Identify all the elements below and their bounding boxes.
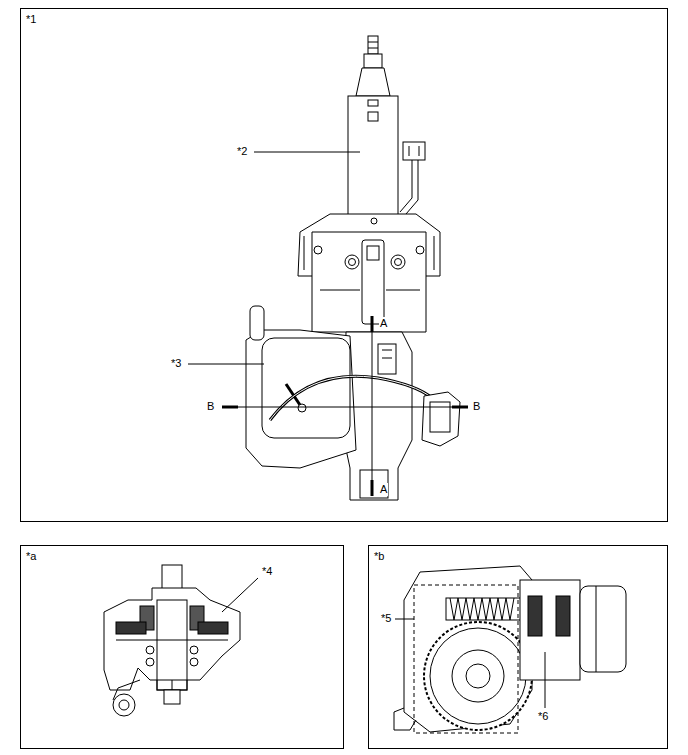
column-assembly [188,36,468,500]
figure-panel: *b [368,545,668,749]
callout-number: *3 [170,357,182,370]
section-b-illustration [394,566,626,733]
panel-label: *1 [26,13,36,25]
section-a-illustration [104,565,258,716]
panel-label: *b [374,550,384,562]
section-mark: A [379,317,388,330]
figure-panel: *1 [20,8,668,522]
section-mark: B [472,400,481,413]
callout-number: *6 [537,710,549,723]
section-mark: A [379,483,388,496]
figure-panel: *a [20,545,344,749]
callout-number: *4 [261,565,273,578]
callout-number: *2 [236,145,248,158]
panel-label: *a [26,550,36,562]
section-mark: B [206,400,215,413]
callout-number: *5 [380,612,392,625]
